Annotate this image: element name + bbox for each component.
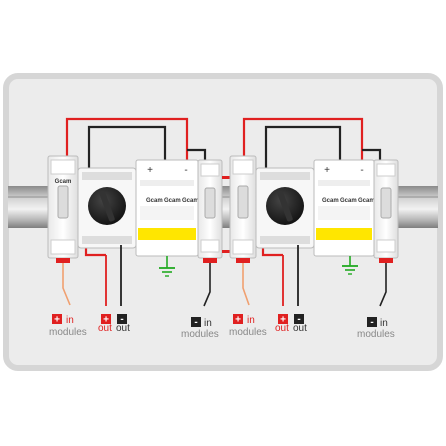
wire-black-top-1 [87, 125, 167, 175]
breaker-terminal-bottom [376, 239, 396, 253]
label-minus-out-2: - out [293, 314, 307, 334]
breaker-terminal-top [232, 159, 254, 175]
wire-black-top-2 [264, 125, 342, 175]
plus-square-icon [233, 314, 243, 324]
spd-brand-label-c: Gcam [182, 198, 199, 204]
plus-symbol: + [280, 315, 286, 326]
spd-pole-minus: - [360, 165, 363, 176]
minus-square-icon [191, 317, 201, 327]
breaker-terminal-top [376, 163, 396, 177]
breaker-brand-label: Gcam [55, 179, 72, 185]
spd-brand-label-b: Gcam [164, 198, 181, 204]
label-in: in [66, 315, 74, 326]
wire-minus-in-modules-1 [203, 263, 211, 307]
plus-symbol: + [235, 315, 241, 326]
wire-red-top-2 [242, 117, 364, 175]
earth-ground-icon [159, 267, 175, 277]
plus-symbol: + [54, 315, 60, 326]
plus-square-icon [101, 314, 111, 324]
label-plus-out-2: + out [275, 314, 289, 334]
spd-terminal-row [318, 180, 370, 186]
label-out: out [98, 323, 112, 334]
isolator-knob-handle [277, 190, 293, 222]
label-in: in [380, 318, 388, 329]
label-minus-in-1: - in modules [181, 317, 219, 340]
isolator-top-strip [260, 172, 310, 180]
spd-pole-minus: - [184, 165, 187, 176]
label-out: out [116, 323, 130, 334]
spd-indicator-strip [316, 228, 372, 240]
breaker-terminal-bottom [200, 239, 220, 253]
minus-square-icon [367, 317, 377, 327]
minus-symbol: - [120, 314, 123, 325]
earth-ground-icon [342, 265, 358, 275]
breaker-terminal-bottom [232, 239, 254, 255]
label-modules: modules [357, 329, 395, 340]
group-link-top [222, 176, 230, 179]
spd-spec-area [318, 206, 370, 220]
plus-symbol: + [103, 315, 109, 326]
wire-plus-in-modules-1 [62, 263, 71, 306]
breaker-toggle [380, 187, 392, 219]
breaker-terminal-top [50, 159, 76, 175]
spd-brand-label-b: Gcam [340, 198, 357, 204]
wire-red-top-1 [65, 117, 189, 175]
isolator-bottom-strip [260, 236, 310, 244]
label-plus-in-2: + in modules [229, 314, 267, 338]
string-group-2: + - Gcam Gcam Gcam [229, 117, 399, 307]
group-link-bottom [222, 250, 230, 253]
spd-brand-label-a: Gcam [322, 198, 339, 204]
label-out: out [293, 323, 307, 334]
minus-square-icon [294, 314, 304, 324]
plus-square-icon [278, 314, 288, 324]
minus-symbol: - [370, 317, 373, 328]
isolator-knob-handle [99, 190, 115, 222]
label-minus-out-1: - out [116, 314, 130, 334]
label-modules: modules [49, 327, 87, 338]
spd-indicator-strip [138, 228, 196, 240]
breaker-foot [203, 258, 217, 263]
breaker-terminal-bottom [50, 239, 76, 255]
breaker-toggle [204, 187, 216, 219]
label-minus-in-2: - in modules [357, 317, 395, 340]
label-modules: modules [229, 327, 267, 338]
minus-symbol: - [194, 317, 197, 328]
breaker-foot [56, 258, 70, 263]
breaker-terminal-top [200, 163, 220, 177]
spd-pole-plus: + [324, 165, 330, 176]
plus-square-icon [52, 314, 62, 324]
breaker-foot [236, 258, 250, 263]
label-plus-out-1: + out [98, 314, 112, 334]
label-plus-in-1: + in modules [49, 314, 87, 338]
wire-minus-in-modules-2 [379, 263, 387, 307]
spd-brand-label-a: Gcam [146, 198, 163, 204]
minus-symbol: - [297, 314, 300, 325]
spd-pole-plus: + [147, 165, 153, 176]
minus-square-icon [117, 314, 127, 324]
breaker-toggle [57, 185, 69, 219]
spd-brand-label-c: Gcam [358, 198, 375, 204]
spd-terminal-row [140, 180, 194, 186]
label-in: in [247, 315, 255, 326]
label-modules: modules [181, 329, 219, 340]
label-in: in [204, 318, 212, 329]
label-out: out [275, 323, 289, 334]
string-group-1: Gcam + - Gcam Gcam Gcam [47, 117, 223, 307]
breaker-toggle [237, 185, 249, 219]
wire-plus-in-modules-2 [242, 263, 250, 306]
din-rail-edge [8, 196, 438, 198]
spd-spec-area [140, 206, 194, 220]
breaker-foot [379, 258, 393, 263]
isolator-bottom-strip [82, 236, 132, 244]
isolator-top-strip [82, 172, 132, 180]
